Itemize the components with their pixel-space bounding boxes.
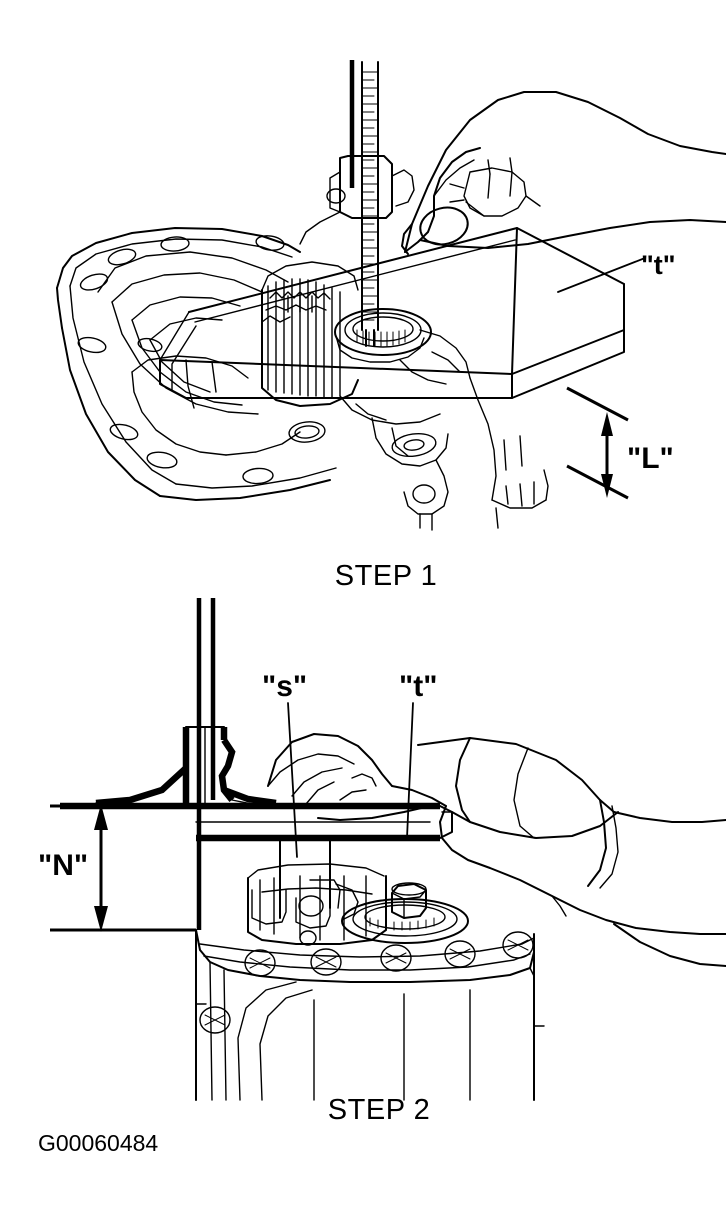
leader-line-s-step2 [287, 702, 298, 858]
hub-inner-ring [364, 904, 446, 930]
bolt-hole [242, 467, 274, 485]
bolt-hole [146, 451, 178, 469]
bolt-hole [160, 236, 190, 252]
bolt-hole [77, 336, 107, 354]
hand-step2 [267, 733, 726, 967]
dimension-t-step2: "t" [399, 670, 437, 839]
arrowhead-L-down [601, 474, 613, 498]
arrowhead-N-up [94, 804, 108, 830]
bore-inner-ring [352, 316, 414, 342]
label-L-step1: "L" [627, 442, 674, 475]
straightedge-step1 [159, 227, 625, 399]
step-2-illustration: "N" "s" "t" STEP 2 [38, 598, 726, 1126]
lug-hole [412, 484, 436, 504]
caption-step-2: STEP 2 [328, 1094, 430, 1126]
gear-teeth-detail [261, 291, 331, 323]
hub-assembly-step2 [341, 882, 469, 944]
flange-screw [199, 1006, 231, 1034]
label-t-step2: "t" [399, 670, 437, 703]
label-s-step2: "s" [262, 670, 307, 703]
nut-top-face [391, 882, 427, 896]
flange-screw [310, 948, 342, 976]
transmission-case-step2 [195, 863, 545, 1101]
bore-outer-ring [334, 308, 432, 356]
casting-boss-hole [403, 439, 425, 451]
extension-line-L-lower [566, 464, 629, 500]
caption-step-1: STEP 1 [335, 560, 437, 592]
bolt-hole [137, 337, 163, 353]
leader-line-t-step1 [557, 257, 646, 293]
bolt-hole [255, 235, 285, 251]
hand-step1 [401, 91, 726, 255]
bolt-hole [288, 421, 326, 443]
casting-boss [391, 432, 437, 458]
arrowhead-L-up [601, 412, 613, 436]
bolt-hole [107, 248, 137, 266]
dimension-t-step1: "t" [557, 250, 676, 293]
flange-screw [444, 940, 476, 968]
hub-mid-ring [352, 901, 458, 937]
bolt-hole [109, 423, 139, 441]
bolt-hole [79, 273, 109, 291]
label-t-step1: "t" [641, 250, 676, 280]
step-1-illustration: "t" "L" STEP 1 [56, 60, 726, 592]
case-top-stud [299, 930, 317, 946]
leader-line-t-step2 [406, 702, 414, 839]
thumb [419, 206, 469, 246]
flange-screw [380, 944, 412, 972]
depth-gauge-tool [299, 60, 415, 347]
figure-reference-code: G00060484 [38, 1130, 158, 1156]
dimension-s-step2: "s" [262, 670, 307, 858]
dimension-N-step2: "N" [38, 804, 196, 932]
dimension-L-step1: "L" [566, 386, 674, 500]
sleeve-seam [455, 737, 471, 823]
case-top-detail [298, 895, 324, 917]
arrowhead-N-down [94, 906, 108, 932]
label-N-step2: "N" [38, 849, 88, 882]
extension-line-L-upper [566, 386, 629, 422]
flange-screw [502, 931, 534, 959]
flange-screw [244, 949, 276, 977]
gauge-thumb-screw [326, 188, 346, 204]
bolt-hole-inner [294, 425, 320, 439]
